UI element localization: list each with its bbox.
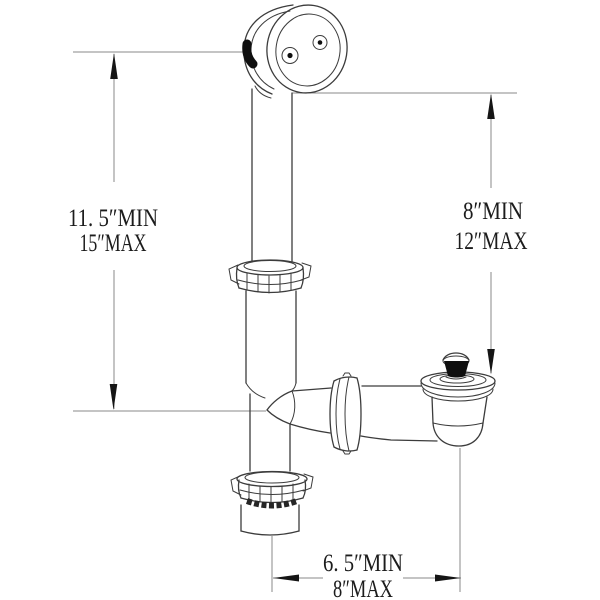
plate-screw-bottom-icon — [281, 47, 299, 64]
nut-mid-line — [239, 489, 305, 495]
nut-rim-inner — [244, 471, 300, 484]
right-dimension-min-label: 8″MIN — [463, 198, 523, 225]
nut-side-right — [302, 479, 307, 499]
nut-side-left — [235, 267, 240, 289]
nut-ear-right — [300, 262, 312, 281]
plate-screw-bottom-center — [287, 52, 293, 59]
right-dimension: 8″MIN 12″MAX — [292, 92, 528, 375]
nut-notch-bottom — [342, 450, 352, 455]
pipe-top-left-segment — [291, 387, 332, 392]
plate-elbow-joint — [254, 85, 272, 99]
nut-right-outline — [356, 377, 362, 451]
slip-nut-horizontal — [329, 372, 362, 455]
overflow-plate — [242, 4, 348, 99]
cone-bottom-edge — [266, 409, 291, 425]
nut-mid-line — [237, 279, 303, 285]
tailpiece-bottom — [240, 504, 300, 536]
body-left-edge — [431, 396, 434, 424]
shoe-bottom-cap — [432, 422, 484, 447]
horizontal-waste-pipe — [289, 385, 438, 442]
stopper-knob-shadow-band — [444, 361, 469, 378]
arrowhead-down-icon — [487, 349, 495, 375]
nut-rib-1 — [335, 378, 341, 450]
arrowhead-left-icon — [273, 574, 299, 582]
arrowhead-down-icon — [109, 384, 118, 410]
arrowhead-up-icon — [110, 53, 118, 79]
tube-bottom-left-curve — [245, 382, 266, 399]
pipe-bottom-right-segment — [360, 435, 438, 442]
bottom-dimension-max-label: 8″MAX — [333, 576, 393, 600]
plate-screw-top-icon — [312, 35, 328, 50]
nut-rib-2 — [344, 376, 350, 452]
nut-ribs — [246, 272, 292, 294]
pipe-bottom-left-segment — [289, 423, 331, 434]
arrowhead-up-icon — [487, 93, 495, 119]
slip-nut-lower — [230, 470, 314, 509]
stopper-knob-base — [445, 376, 467, 380]
nut-side-left — [237, 479, 242, 499]
thread-band — [245, 498, 299, 509]
bottom-dimension-min-label: 6. 5″MIN — [323, 550, 403, 577]
slip-nut-upper — [228, 259, 312, 294]
left-dimension-max-label: 15″MAX — [80, 230, 147, 257]
plate-face-inner — [275, 13, 341, 87]
plate-face-outer — [266, 4, 348, 94]
left-dimension: 11. 5″MIN 15″MAX — [68, 51, 266, 412]
plate-screw-top-center — [317, 40, 323, 45]
nut-notch-top — [342, 372, 352, 377]
nut-left-outline — [329, 380, 335, 448]
nut-top-edge — [333, 376, 358, 382]
bottom-dimension: 6. 5″MIN 8″MAX — [271, 448, 461, 600]
tee-branch — [266, 390, 296, 425]
flange-ridge-2 — [422, 388, 494, 402]
nut-rim-inner — [243, 260, 297, 272]
nut-ear-left — [230, 475, 242, 496]
nut-ear-left — [228, 264, 240, 285]
flange-ridge-1 — [420, 382, 496, 398]
nut-ribs — [248, 483, 294, 504]
right-dimension-max-label: 12″MAX — [455, 228, 528, 255]
nut-bottom-edge — [333, 446, 358, 452]
nut-ear-right — [302, 473, 314, 492]
left-dimension-min-label: 11. 5″MIN — [68, 205, 158, 232]
arrowhead-right-icon — [435, 574, 461, 582]
cone-base-arc — [289, 390, 296, 425]
tailpiece-bottom-edge — [240, 530, 300, 536]
cone-top-edge — [266, 390, 293, 411]
overflow-gasket-band — [242, 39, 258, 69]
nut-bottom-edge — [238, 287, 302, 294]
nut-side-right — [300, 267, 305, 289]
overflow-pipe-upper — [251, 88, 293, 263]
body-seam — [432, 422, 484, 427]
stopper-knob-cap-top — [442, 352, 470, 361]
body-right-edge — [482, 396, 488, 424]
waste-pipe-lower — [249, 393, 291, 472]
drain-strainer — [420, 352, 496, 447]
